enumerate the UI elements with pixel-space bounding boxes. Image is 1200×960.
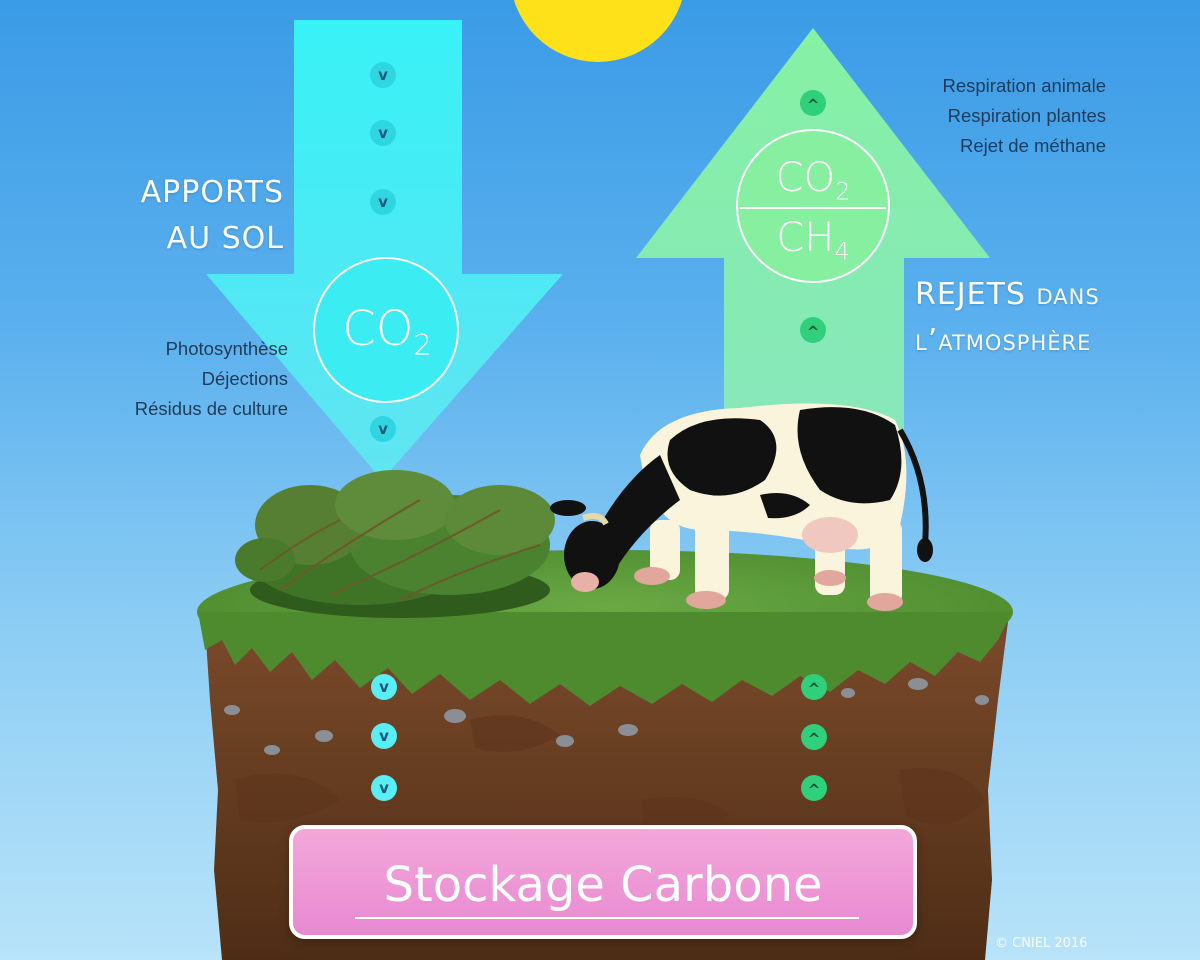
- down-chevron: v: [378, 124, 388, 142]
- inputs-heading-line2: AU SOL: [166, 221, 284, 256]
- input-process-list: Photosynthèse Déjections Résidus de cult…: [40, 334, 288, 424]
- down-marker: [370, 62, 396, 88]
- carbon-storage-underline: [355, 917, 859, 919]
- input-process-item: Photosynthèse: [165, 338, 288, 359]
- down-chevron: v: [378, 193, 388, 211]
- down-marker: [370, 416, 396, 442]
- up-marker: [800, 90, 826, 116]
- output-gas1-formula: CO: [775, 155, 836, 201]
- up-markers: [800, 90, 827, 801]
- cow: [550, 403, 933, 611]
- output-gas2-subscript: 4: [834, 237, 850, 266]
- soil-stones: [224, 678, 989, 755]
- outputs-heading: REJETS dans l’atmosphère: [915, 272, 1175, 364]
- output-gas2-formula: CH: [776, 215, 835, 261]
- outputs-heading-line1: REJETS dans: [915, 277, 1100, 312]
- down-marker: [371, 775, 397, 801]
- output-process-list: Respiration animale Respiration plantes …: [840, 71, 1106, 161]
- output-gas1-subscript: 2: [835, 177, 851, 206]
- down-chevron: v: [379, 727, 389, 745]
- input-gas-formula: CO: [342, 301, 414, 357]
- input-arrow: [206, 20, 563, 480]
- carbon-storage-label: Stockage Carbone: [383, 857, 823, 913]
- up-chevron: ^: [807, 323, 820, 341]
- input-gas-label: CO2: [314, 256, 460, 402]
- up-chevron: ^: [808, 730, 821, 748]
- down-chevron: v: [379, 779, 389, 797]
- down-marker-glyphs: v v v v v v v: [378, 66, 389, 797]
- down-marker: [370, 120, 396, 146]
- down-chevron: v: [378, 66, 388, 84]
- output-gas-label-co2: CO2: [738, 150, 888, 206]
- input-gas-subscript: 2: [413, 328, 432, 363]
- output-process-item: Rejet de méthane: [959, 135, 1106, 156]
- up-marker: [801, 674, 827, 700]
- down-chevron: v: [378, 420, 388, 438]
- input-process-item: Résidus de culture: [134, 398, 288, 419]
- down-chevron: v: [379, 678, 389, 696]
- up-marker: [801, 724, 827, 750]
- outputs-heading-line2: l’atmosphère: [915, 323, 1092, 358]
- down-marker: [371, 674, 397, 700]
- inputs-heading-line1: APPORTS: [140, 175, 284, 210]
- output-process-item: Respiration animale: [942, 75, 1106, 96]
- carbon-storage-box: Stockage Carbone: [289, 825, 917, 939]
- up-chevron: ^: [808, 680, 821, 698]
- crop-residue-shrub: [235, 470, 555, 618]
- up-chevron: ^: [808, 781, 821, 799]
- up-marker-glyphs: ^ ^ ^ ^ ^: [807, 96, 821, 799]
- down-markers: [370, 62, 397, 801]
- up-marker: [800, 317, 826, 343]
- output-gas-label-ch4: CH4: [738, 210, 888, 266]
- copyright-credit: © CNIEL 2016: [995, 936, 1088, 951]
- co2-input-circle: [313, 257, 459, 403]
- sun: [513, 0, 683, 62]
- up-chevron: ^: [807, 96, 820, 114]
- inputs-heading: APPORTS AU SOL: [60, 170, 284, 262]
- up-marker: [801, 775, 827, 801]
- gas-output-circle: [736, 129, 890, 283]
- down-marker: [370, 189, 396, 215]
- input-process-item: Déjections: [201, 368, 288, 389]
- grass-edge: [198, 612, 1012, 706]
- down-marker: [371, 723, 397, 749]
- output-process-item: Respiration plantes: [947, 105, 1106, 126]
